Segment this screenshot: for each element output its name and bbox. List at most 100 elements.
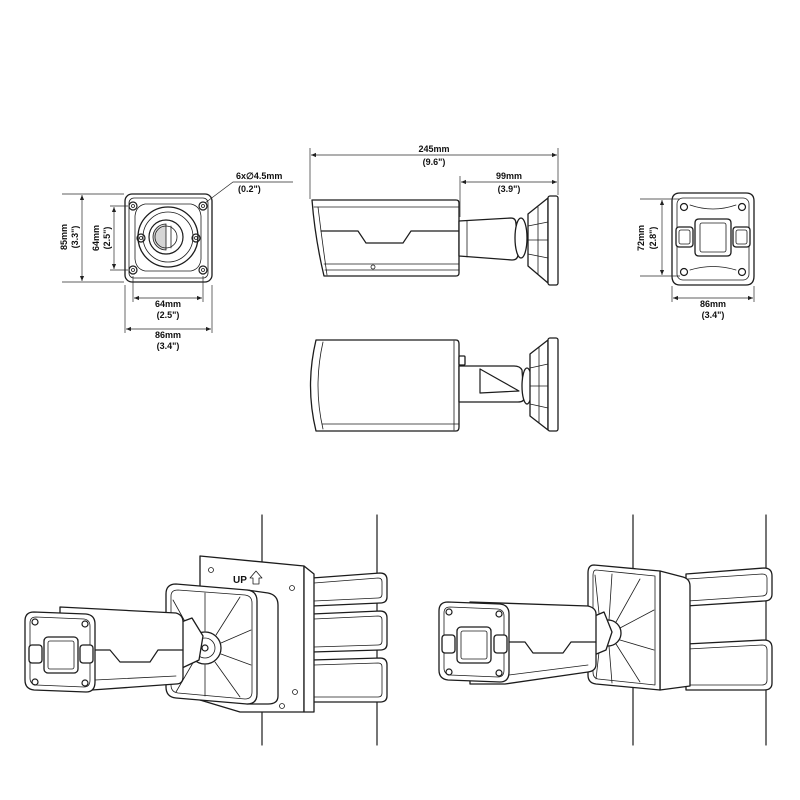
mounting-hole: [191, 233, 201, 243]
camera-side-view: 245mm (9.6") 99mm (3.9"): [309, 144, 559, 286]
up-arrow-icon: [249, 570, 263, 585]
base-height-dimension: 85mm (3.3"): [59, 193, 124, 283]
rear-screw: [458, 355, 466, 366]
bracket-rib: [615, 578, 641, 623]
mounting-hole-center: [201, 268, 205, 272]
bracket-plate-side: [303, 565, 315, 713]
bracket-gusset: [479, 368, 520, 394]
bracket-plate: [587, 564, 661, 691]
holes-label-imperial: (0.2"): [238, 184, 261, 194]
mounting-holes: [128, 201, 208, 275]
bracket-hole: [279, 703, 285, 709]
ir-led-left: [28, 644, 43, 664]
pole-band-inner: [313, 577, 383, 602]
bracket-rib: [608, 645, 613, 684]
junction-box-rib: [175, 660, 195, 693]
front-bezel-edge: [317, 341, 324, 430]
bracket-rib: [619, 639, 655, 651]
front-screw: [31, 618, 39, 626]
mount-flange-side: [547, 195, 559, 286]
body-notch-line: [508, 641, 597, 654]
camera-body-side: [311, 199, 460, 277]
bracket-length-dimension: 99mm (3.9"): [459, 171, 557, 217]
pole-bands: [311, 572, 388, 703]
mounting-hole: [198, 265, 208, 275]
base-height-label: 85mm: [59, 224, 69, 250]
mount-rib: [529, 403, 549, 409]
pole-band: [311, 572, 388, 607]
camera-front-view: 72mm (2.8") 86mm (3.4"): [636, 192, 755, 320]
ir-led-left: [675, 226, 694, 248]
pole-band-inner: [313, 615, 383, 648]
bracket-rib: [608, 573, 613, 621]
mount-base-view: 6x∅4.5mm (0.2") 85mm (3.3") 64mm (2.5") …: [59, 171, 293, 351]
holes-callout: 6x∅4.5mm (0.2"): [204, 171, 293, 204]
base-plate-inner-edge: [128, 197, 209, 279]
front-screw: [81, 679, 89, 687]
ball-joint-side: [514, 217, 528, 259]
lens-window: [43, 636, 79, 674]
cable-port-inner: [154, 225, 178, 249]
bracket-length-label-imperial: (3.9"): [498, 184, 521, 194]
mounting-hole-center: [194, 236, 198, 240]
mounting-hole: [198, 201, 208, 211]
ir-led-left-inner: [678, 229, 691, 245]
lens-window-inner: [460, 630, 488, 660]
pole-band: [311, 610, 388, 653]
ir-led-right: [732, 226, 751, 248]
front-bottom-curve: [689, 266, 737, 271]
up-label: UP: [233, 575, 247, 586]
mount-rib: [527, 221, 549, 227]
front-screw: [495, 610, 503, 618]
base-raised-plate: [134, 203, 202, 272]
junction-box-rib: [220, 653, 252, 666]
junction-box-rim: [170, 589, 253, 700]
cable-port-plug: [152, 223, 167, 251]
lens-window-inner: [47, 640, 75, 670]
hole-spacing-vertical-label: 64mm: [91, 225, 101, 251]
hole-spacing-horizontal-label-imperial: (2.5"): [157, 310, 180, 320]
bracket-hole: [292, 689, 298, 695]
bracket-plate-ribs: [594, 573, 655, 684]
pole-band: [685, 639, 773, 691]
base-ring-inner: [142, 211, 194, 263]
front-screw: [737, 202, 747, 212]
body-notch-line: [320, 230, 460, 244]
ir-led-right-inner: [735, 229, 748, 245]
front-width-label: 86mm: [700, 299, 726, 309]
bracket-hole: [208, 567, 214, 573]
camera-body-top: [309, 339, 460, 432]
ir-led-left: [441, 634, 456, 654]
mounting-hole-center: [201, 204, 205, 208]
front-screw: [679, 202, 689, 212]
pole-band-inner: [687, 573, 768, 602]
hole-spacing-vertical-label-imperial: (2.5"): [102, 227, 112, 250]
base-height-label-imperial: (3.3"): [70, 226, 80, 249]
front-screw: [445, 608, 453, 616]
holes-label: 6x∅4.5mm: [236, 171, 282, 181]
bracket-hole: [289, 585, 295, 591]
pole-mount-direct: [438, 514, 773, 746]
base-width-label: 86mm: [155, 330, 181, 340]
base-width-dimension: 86mm (3.4"): [124, 285, 213, 351]
bracket-length-label: 99mm: [496, 171, 522, 181]
front-screw: [737, 267, 747, 277]
overall-length-label-imperial: (9.6"): [423, 157, 446, 167]
front-height-label-imperial: (2.8"): [648, 227, 658, 250]
mounting-hole-center: [131, 204, 135, 208]
hole-spacing-vertical-dimension: 64mm (2.5"): [91, 205, 128, 271]
front-screw: [679, 267, 689, 277]
overall-length-dimension: 245mm (9.6"): [309, 144, 559, 199]
pole-band-inner: [313, 662, 383, 698]
bracket-plate-rim: [592, 569, 656, 686]
ir-led-right: [493, 634, 508, 654]
front-bezel-edge: [317, 206, 328, 276]
mounting-hole: [128, 265, 138, 275]
mounting-hole-center: [131, 268, 135, 272]
front-screw: [31, 678, 39, 686]
mounting-hole: [136, 233, 146, 243]
mounting-hole: [128, 201, 138, 211]
pole-bands: [685, 567, 773, 691]
mount-rib: [529, 363, 549, 369]
pole-mount-with-junction-box: UP: [24, 514, 388, 746]
